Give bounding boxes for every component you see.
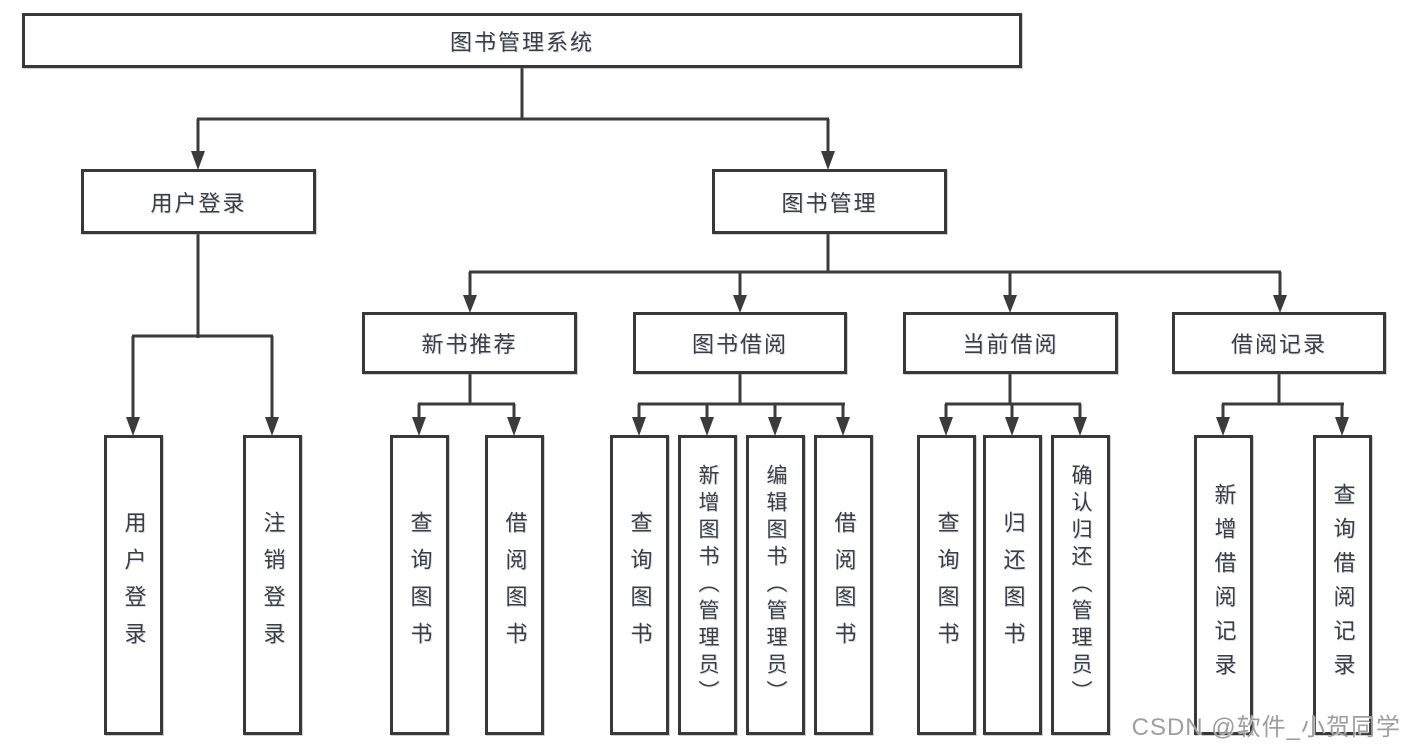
leaf-query-borrow-record-label: 查询借阅记录 xyxy=(1330,483,1356,687)
node-borrow-records-label: 借阅记录 xyxy=(1230,332,1327,357)
node-root-label: 图书管理系统 xyxy=(449,29,594,55)
leaf-query-book-3: 查询图书 xyxy=(917,435,976,735)
node-new-book-recommend: 新书推荐 xyxy=(362,312,577,374)
leaf-edit-book-admin-label: 编辑图书（管理员） xyxy=(764,463,787,707)
leaf-user-login-label: 用户登录 xyxy=(121,511,147,659)
node-new-book-recommend-label: 新书推荐 xyxy=(421,332,518,357)
leaf-borrow-book-2-label: 借阅图书 xyxy=(831,511,857,659)
leaf-query-book-1: 查询图书 xyxy=(390,435,449,735)
csdn-watermark: CSDN @软件_小贺同学 xyxy=(1131,714,1401,741)
leaf-add-book-admin: 新增图书（管理员） xyxy=(678,435,737,735)
leaf-query-book-2: 查询图书 xyxy=(610,435,669,735)
node-root: 图书管理系统 xyxy=(22,13,1022,68)
node-book-management: 图书管理 xyxy=(712,169,947,234)
leaf-add-borrow-record: 新增借阅记录 xyxy=(1194,435,1253,735)
leaf-borrow-book-2: 借阅图书 xyxy=(814,435,873,735)
node-book-management-label: 图书管理 xyxy=(781,190,878,216)
node-borrow-records: 借阅记录 xyxy=(1172,312,1386,374)
leaf-borrow-book-1: 借阅图书 xyxy=(485,435,544,735)
leaf-add-book-admin-label: 新增图书（管理员） xyxy=(696,463,719,707)
leaf-query-book-1-label: 查询图书 xyxy=(407,511,433,659)
leaf-confirm-return-admin-label: 确认归还（管理员） xyxy=(1069,463,1092,707)
leaf-confirm-return-admin: 确认归还（管理员） xyxy=(1051,435,1110,735)
node-user-login: 用户登录 xyxy=(81,169,316,234)
leaf-borrow-book-1-label: 借阅图书 xyxy=(502,511,528,659)
node-current-borrow-label: 当前借阅 xyxy=(962,332,1059,357)
leaf-logout: 注销登录 xyxy=(243,435,302,735)
leaf-query-borrow-record: 查询借阅记录 xyxy=(1313,435,1372,735)
node-book-borrow: 图书借阅 xyxy=(633,312,847,374)
leaf-return-book: 归还图书 xyxy=(983,435,1042,735)
leaf-return-book-label: 归还图书 xyxy=(1000,511,1026,659)
leaf-logout-label: 注销登录 xyxy=(260,511,286,659)
leaf-edit-book-admin: 编辑图书（管理员） xyxy=(746,435,805,735)
leaf-query-book-2-label: 查询图书 xyxy=(627,511,653,659)
node-user-login-label: 用户登录 xyxy=(150,190,247,216)
node-current-borrow: 当前借阅 xyxy=(903,312,1118,374)
leaf-user-login: 用户登录 xyxy=(104,435,163,735)
leaf-query-book-3-label: 查询图书 xyxy=(934,511,960,659)
node-book-borrow-label: 图书借阅 xyxy=(691,332,788,357)
leaf-add-borrow-record-label: 新增借阅记录 xyxy=(1211,483,1237,687)
